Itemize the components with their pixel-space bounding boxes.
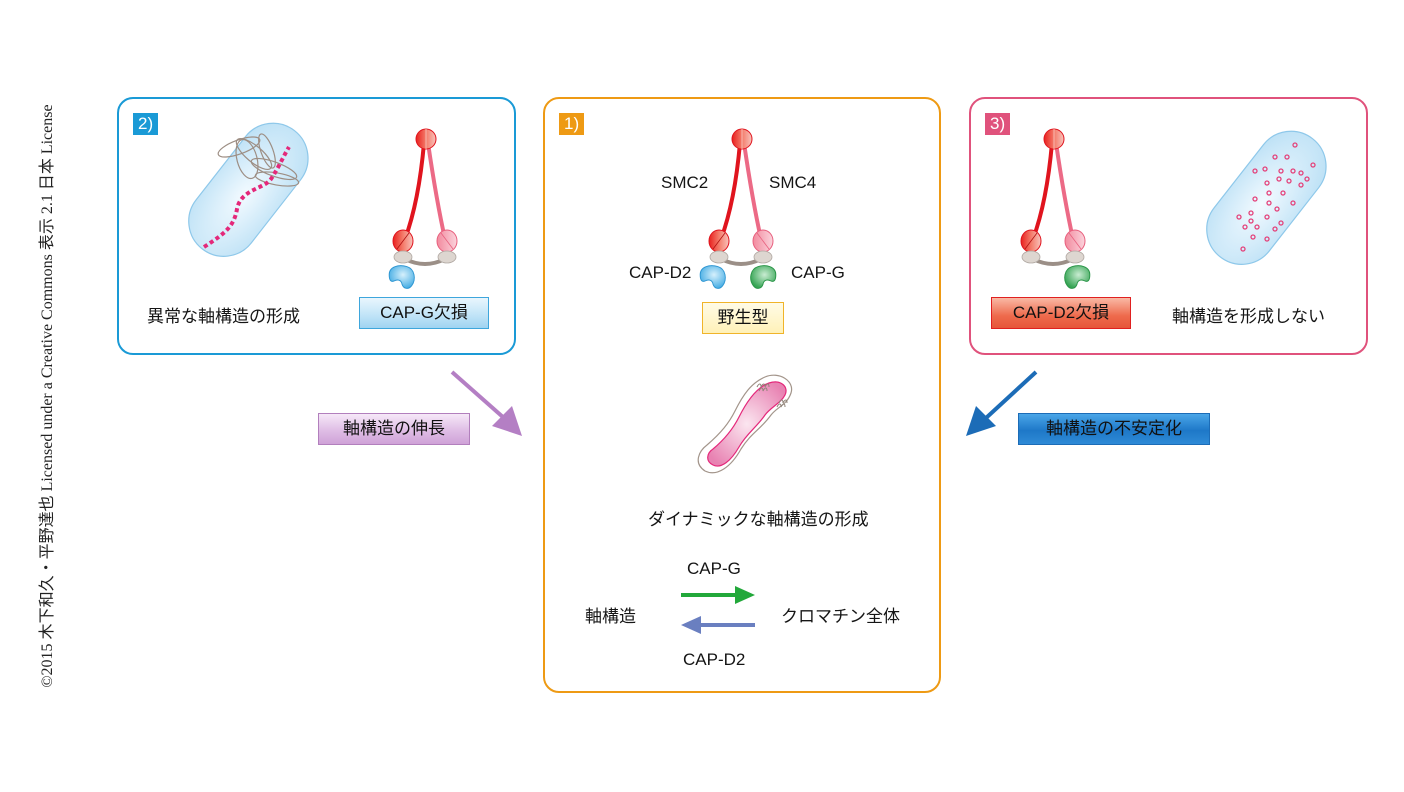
destabilization-arrow-icon [966,370,1038,436]
panel-number-badge: 1) [559,113,585,135]
axis-structure-label: 軸構造 [585,607,636,626]
genotype-label-cap-d2-deficient: CAP-D2欠損 [991,297,1131,329]
condensin-complex-illustration [699,127,777,289]
genotype-label-cap-g-deficient: CAP-G欠損 [359,297,489,329]
phenotype-text: 軸構造を形成しない [1172,307,1325,326]
phenotype-text: 異常な軸構造の形成 [147,307,300,326]
elongation-transition-label: 軸構造の伸長 [318,413,470,445]
genotype-label-wild-type: 野生型 [702,302,784,334]
panel-cap-d2-deficient: 3) CAP-D2欠損 軸構造を形成しない [969,97,1368,355]
no-axis-cell-illustration [1206,130,1327,265]
phenotype-text: ダイナミックな軸構造の形成 [648,510,869,529]
abnormal-axis-cell-illustration [188,122,309,257]
panel-number-badge: 3) [985,113,1011,135]
cap-d2-label: CAP-D2 [629,263,692,282]
forward-arrow-label: CAP-G [687,559,741,578]
whole-chromatin-label: クロマチン全体 [781,607,900,626]
cap-g-label: CAP-G [791,263,845,282]
panel-cap-g-deficient: 2) 異常な軸構造の形成 CAP-G欠損 [117,97,516,355]
smc4-label: SMC4 [769,173,817,192]
destabilization-transition-label: 軸構造の不安定化 [1018,413,1210,445]
reverse-arrow-icon [681,616,755,634]
forward-arrow-icon [681,586,755,604]
smc2-label: SMC2 [661,173,709,192]
panel-wild-type: 1) SMC2 SMC4 CAP-D2 CAP-G 野生型 ダイナミックな軸構造… [543,97,941,693]
dynamic-axis-chromosome-illustration [697,374,793,474]
panel-number-badge: 2) [133,113,159,135]
copyright-credit: ©2015 木下和久・平野達也 Licensed under a Creativ… [39,104,56,688]
elongation-arrow-icon [450,370,522,436]
condensin-missing-cap-d2-illustration [1019,127,1091,289]
condensin-missing-cap-g-illustration [388,127,459,289]
reverse-arrow-label: CAP-D2 [683,650,746,669]
